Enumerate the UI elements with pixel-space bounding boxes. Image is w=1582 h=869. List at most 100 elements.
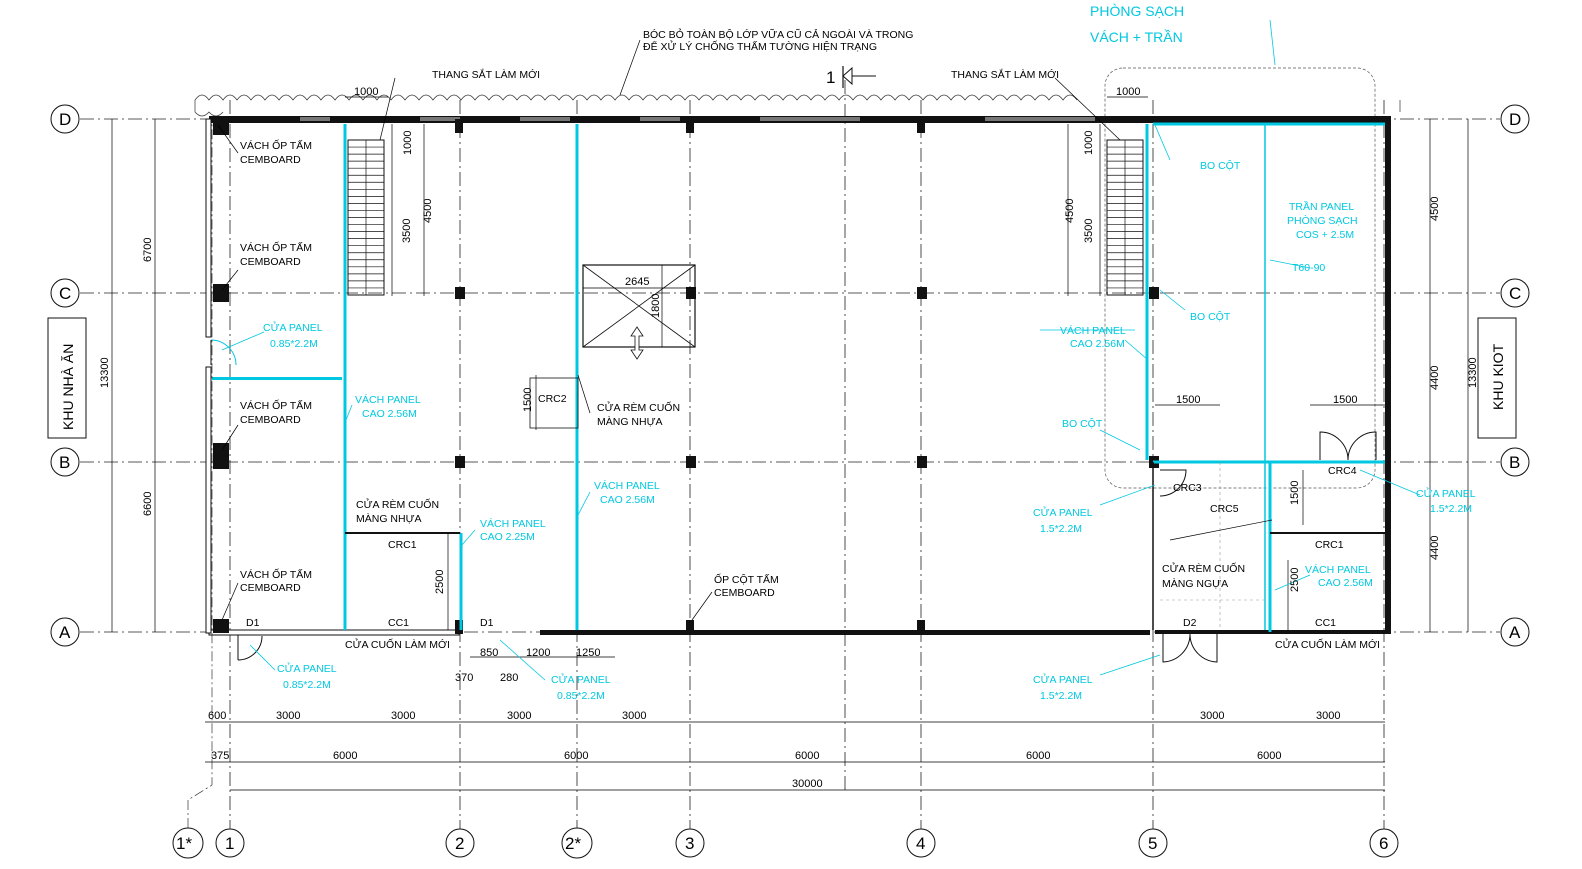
axis-label-4: 4 (916, 834, 925, 853)
dim-b1-2: 3000 (391, 710, 415, 722)
dim-b2-1: 6000 (333, 750, 357, 762)
right-zone-label: KHU KIOT (1490, 343, 1506, 410)
left-zone-label: KHU NHÀ ĂN (60, 344, 76, 430)
dim-opening-w: 2645 (625, 276, 649, 288)
crc1b-label: CRC1 (1315, 539, 1344, 551)
cem-label-4a: VÁCH ỐP TẤM (240, 567, 312, 581)
dim-stair-r-1000v: 1000 (1083, 131, 1095, 155)
cem-label-1a: VÁCH ỐP TẤM (240, 138, 312, 152)
dim-r-2500: 2500 (1289, 568, 1301, 592)
dim-crc2-h: 1500 (522, 388, 534, 412)
axis-label-b-left: B (59, 453, 70, 472)
axis-label-1: 1 (225, 834, 234, 853)
dim-crc1-h: 2500 (434, 570, 446, 594)
panel-walls (343, 122, 1385, 632)
dim-b2-0: 375 (211, 750, 229, 762)
dim-left-6600: 6600 (142, 492, 154, 516)
door-d1-left-label: CỬA PANEL (277, 662, 337, 675)
door-panel-left-label: CỬA PANEL (263, 321, 323, 334)
dim-left-6700: 6700 (142, 238, 154, 262)
stair-label-left: THANG SẮT LÀM MỚI (432, 68, 540, 81)
panel-wall-4-label: VÁCH PANEL (1060, 324, 1126, 337)
top-note-2: ĐỂ XỬ LÝ CHỐNG THẤM TƯỜNG HIỆN TRẠNG (643, 39, 877, 53)
dim-b2-3: 6000 (795, 750, 819, 762)
dimension-lines (111, 96, 1469, 791)
stair-left (347, 139, 385, 296)
stair-right (1106, 139, 1144, 296)
panel-wall-2-h: CAO 2.25M (480, 531, 535, 543)
panel-wall-3-label: VÁCH PANEL (594, 479, 660, 492)
door-panel-left-size: 0.85*2.2M (270, 338, 318, 350)
panel-wall-1-h: CAO 2.56M (362, 408, 417, 420)
panel-wall-5-h: CAO 2.56M (1318, 577, 1373, 589)
dim-stair-l-3500: 3500 (401, 219, 413, 243)
floor-opening (582, 264, 696, 360)
cc1b-label: CC1 (1315, 617, 1336, 629)
top-note-1: BÓC BỎ TOÀN BỘ LỚP VỮA CŨ CẢ NGOÀI VÀ TR… (643, 28, 913, 41)
door-swings (210, 339, 1377, 663)
cem-label-2a: VÁCH ỐP TẤM (240, 240, 312, 254)
roll-curtain-1a: CỬA RÈM CUỐN (356, 497, 439, 511)
crc4-label: CRC4 (1328, 465, 1357, 477)
revision-cloud-top (194, 67, 1401, 489)
cem-label-3a: VÁCH ỐP TẤM (240, 398, 312, 412)
axis-label-c-left: C (59, 284, 71, 303)
cem-label-4b: CEMBOARD (240, 582, 301, 594)
panel-wall-2-label: VÁCH PANEL (480, 517, 546, 530)
dim-left-13300: 13300 (99, 357, 111, 388)
panel-wall-5-label: VÁCH PANEL (1305, 563, 1371, 576)
dim-b1-0: 600 (208, 710, 226, 722)
dim-stair-l-1000: 1000 (354, 86, 378, 98)
axis-label-2star: 2* (565, 834, 581, 853)
axis-label-c-right: C (1509, 284, 1521, 303)
ceiling-label-3: COS + 2.5M (1296, 229, 1354, 241)
walls (205, 116, 1391, 636)
axis-label-d-left: D (59, 110, 71, 129)
door-panel-r3-label: CỬA PANEL (1033, 673, 1093, 686)
dim-b1-6: 3000 (1316, 710, 1340, 722)
dim-b1-5: 3000 (1200, 710, 1224, 722)
panel-wall-4-h: CAO 2.56M (1070, 338, 1125, 350)
cem-label-3b: CEMBOARD (240, 414, 301, 426)
dim-stair-r-3500: 3500 (1083, 219, 1095, 243)
cem-label-2b: CEMBOARD (240, 256, 301, 268)
d1a-label: D1 (246, 617, 260, 629)
crc5-label: CRC5 (1210, 503, 1239, 515)
dim-b2-2: 6000 (564, 750, 588, 762)
clean-room-title-2: VÁCH + TRẦN (1090, 29, 1183, 45)
column-clad-b: CEMBOARD (714, 587, 775, 599)
dim-1250: 1250 (576, 647, 600, 659)
door-d1-mid-size: 0.85*2.2M (557, 690, 605, 702)
axis-label-2: 2 (455, 834, 464, 853)
bo-cot-3: BO CỘT (1062, 417, 1103, 430)
door-d1-left-size: 0.85*2.2M (283, 679, 331, 691)
dim-right-4500: 4500 (1429, 197, 1441, 221)
dim-b2-5: 6000 (1257, 750, 1281, 762)
door-panel-r1-label: CỬA PANEL (1416, 487, 1476, 500)
dim-right-4400b: 4400 (1429, 536, 1441, 560)
axis-label-a-left: A (59, 623, 71, 642)
dim-r-1500b: 1500 (1333, 394, 1357, 406)
axis-label-b-right: B (1509, 453, 1520, 472)
d2-label: D2 (1183, 617, 1197, 629)
dim-b1-1: 3000 (276, 710, 300, 722)
dim-1200: 1200 (526, 647, 550, 659)
dim-stair-r-1000: 1000 (1116, 86, 1140, 98)
roll-door-left-label: CỬA CUỐN LÀM MỚI (345, 637, 450, 651)
stair-label-right: THANG SẮT LÀM MỚI (951, 68, 1059, 81)
panel-wall-1-label: VÁCH PANEL (355, 393, 421, 406)
axis-label-d-right: D (1509, 110, 1521, 129)
crc1-label: CRC1 (388, 539, 417, 551)
dim-b2-4: 6000 (1026, 750, 1050, 762)
panel-wall-3-h: CAO 2.56M (600, 494, 655, 506)
axis-label-5: 5 (1148, 834, 1157, 853)
t6090-label: T60-90 (1292, 262, 1325, 274)
dim-850: 850 (480, 647, 498, 659)
dim-r-1500v: 1500 (1289, 481, 1301, 505)
dim-total: 30000 (792, 778, 823, 790)
d1b-label: D1 (480, 617, 494, 629)
axis-bubbles: D C B A D C B A 1* 1 2 2* 3 4 5 6 (50, 104, 1530, 859)
ceiling-label-1: TRẦN PANEL (1289, 200, 1354, 213)
dim-280: 280 (500, 672, 518, 684)
